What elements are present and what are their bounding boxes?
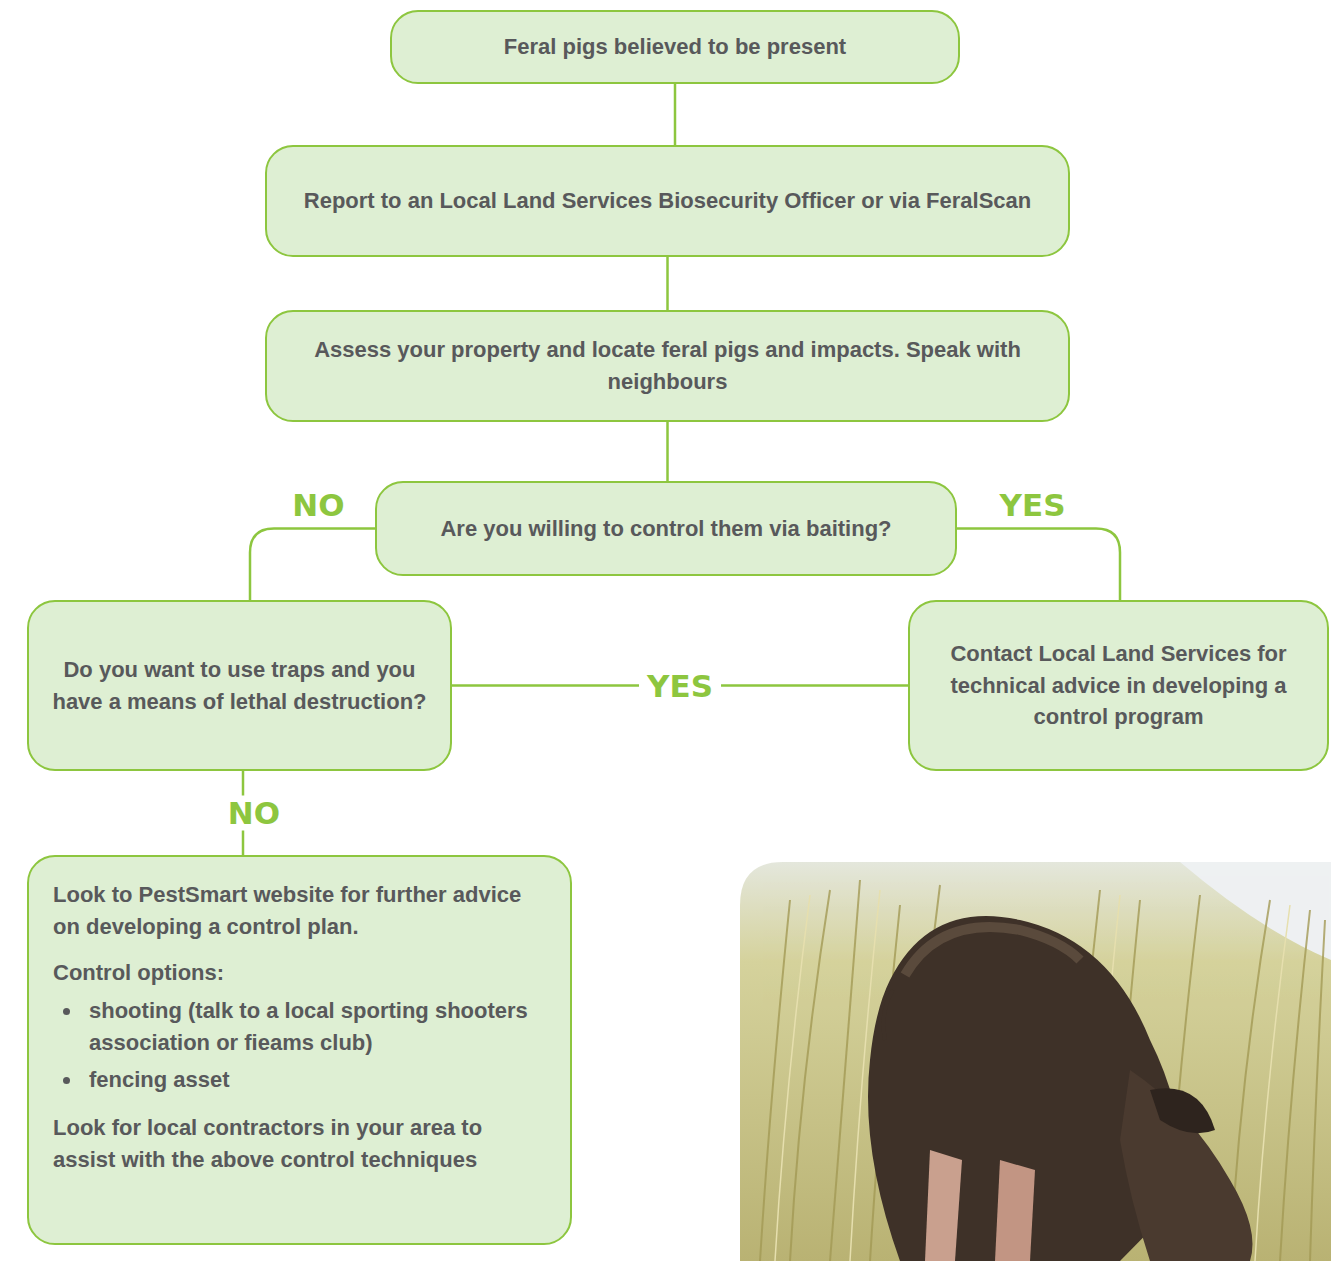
- edge-label: YES: [1000, 489, 1066, 520]
- process-box: Look to PestSmart website for further ad…: [27, 855, 572, 1245]
- box-text: Are you willing to control them via bait…: [399, 513, 933, 545]
- box-text: shooting (talk to a local sporting shoot…: [89, 995, 546, 1059]
- box-text: Report to an Local Land Services Biosecu…: [289, 185, 1046, 217]
- box-text: Look to PestSmart website for further ad…: [53, 879, 546, 943]
- bullet-item: fencing asset: [53, 1064, 546, 1096]
- box-text: Control options:: [53, 957, 546, 989]
- process-box: Feral pigs believed to be present: [390, 10, 960, 84]
- bullet-item: shooting (talk to a local sporting shoot…: [53, 995, 546, 1059]
- box-text: Look for local contractors in your area …: [53, 1112, 546, 1176]
- connector-line: [250, 529, 375, 601]
- edge-label: NO: [292, 489, 344, 520]
- edge-label: NO: [220, 796, 288, 831]
- process-box: Report to an Local Land Services Biosecu…: [265, 145, 1070, 257]
- connector-line: [674, 84, 677, 145]
- connector-line: [957, 529, 1120, 601]
- photo-content: [740, 862, 1331, 1261]
- connector-line: [666, 422, 669, 481]
- box-text: Contact Local Land Services for technica…: [932, 638, 1305, 734]
- box-text: Assess your property and locate feral pi…: [289, 334, 1046, 398]
- bullet-dot: [63, 1008, 70, 1015]
- decision-box: Are you willing to control them via bait…: [375, 481, 957, 576]
- connector-line: [666, 257, 669, 310]
- bullet-dot: [63, 1077, 70, 1084]
- process-box: Contact Local Land Services for technica…: [908, 600, 1329, 771]
- box-text: Do you want to use traps and you have a …: [51, 654, 428, 718]
- box-text: Feral pigs believed to be present: [414, 31, 936, 63]
- edge-label: YES: [639, 668, 721, 703]
- box-text: fencing asset: [89, 1064, 546, 1096]
- process-box: Assess your property and locate feral pi…: [265, 310, 1070, 422]
- process-box: Do you want to use traps and you have a …: [27, 600, 452, 771]
